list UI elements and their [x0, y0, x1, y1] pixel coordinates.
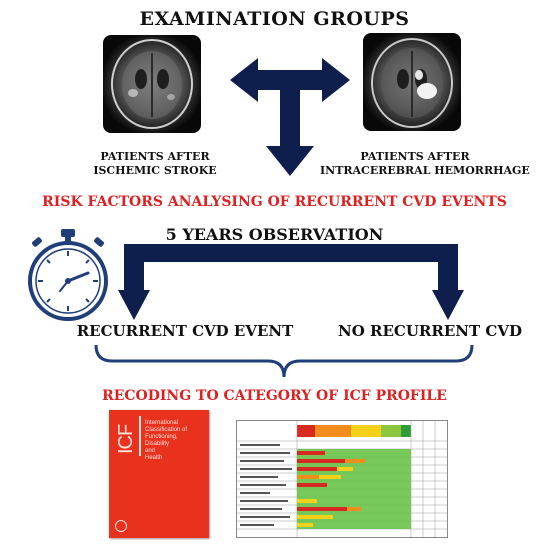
recurrent-cvd-event-label: RECURRENT CVD EVENT: [76, 322, 294, 340]
icf-book-cover: ICF International Classification of Func…: [109, 410, 209, 538]
risk-factors-label: RISK FACTORS ANALYSING OF RECURRENT CVD …: [42, 194, 507, 210]
split-arrow-shape: [118, 244, 464, 320]
hemorrhage-caption: PATIENTS AFTER INTRACEREBRAL HEMORRHAGE: [320, 150, 530, 178]
ischemic-caption-line1: PATIENTS AFTER: [100, 150, 210, 163]
stopwatch-icon: [28, 229, 108, 321]
mri-ischemic-stroke-image: [103, 35, 201, 133]
icf-book-title: International Classification of Function…: [145, 420, 205, 462]
icf-profile-table-image: [236, 420, 448, 538]
mri-intracerebral-hemorrhage-image: [363, 33, 461, 131]
icf-book-acronym: ICF: [115, 424, 137, 454]
hemorrhage-caption-line2: INTRACEREBRAL HEMORRHAGE: [320, 164, 530, 177]
merge-arrow: [230, 58, 350, 176]
observation-label: 5 YEARS OBSERVATION: [165, 225, 384, 244]
ischemic-stroke-caption: PATIENTS AFTER ISCHEMIC STROKE: [85, 150, 225, 178]
who-emblem-icon: [115, 520, 127, 532]
icf-book-title-line: Health: [145, 455, 163, 461]
icf-book-title-line: International: [145, 420, 179, 426]
grouping-brace: [94, 344, 474, 378]
hemorrhage-caption-line1: PATIENTS AFTER: [360, 150, 470, 163]
icf-book-title-line: Disability: [145, 441, 170, 447]
diagram-title: EXAMINATION GROUPS: [139, 8, 410, 30]
split-arrow: [118, 244, 464, 320]
no-recurrent-cvd-label: NO RECURRENT CVD: [338, 322, 522, 340]
icf-book-title-line: Functioning,: [145, 434, 178, 440]
merge-arrow-shape: [230, 58, 350, 176]
icf-book-title-line: Classification of: [145, 427, 188, 433]
icf-book-title-line: and: [145, 448, 156, 454]
recoding-label: RECODING TO CATEGORY OF ICF PROFILE: [102, 388, 447, 404]
icf-book-divider: [139, 416, 141, 456]
ischemic-caption-line2: ISCHEMIC STROKE: [93, 164, 217, 177]
